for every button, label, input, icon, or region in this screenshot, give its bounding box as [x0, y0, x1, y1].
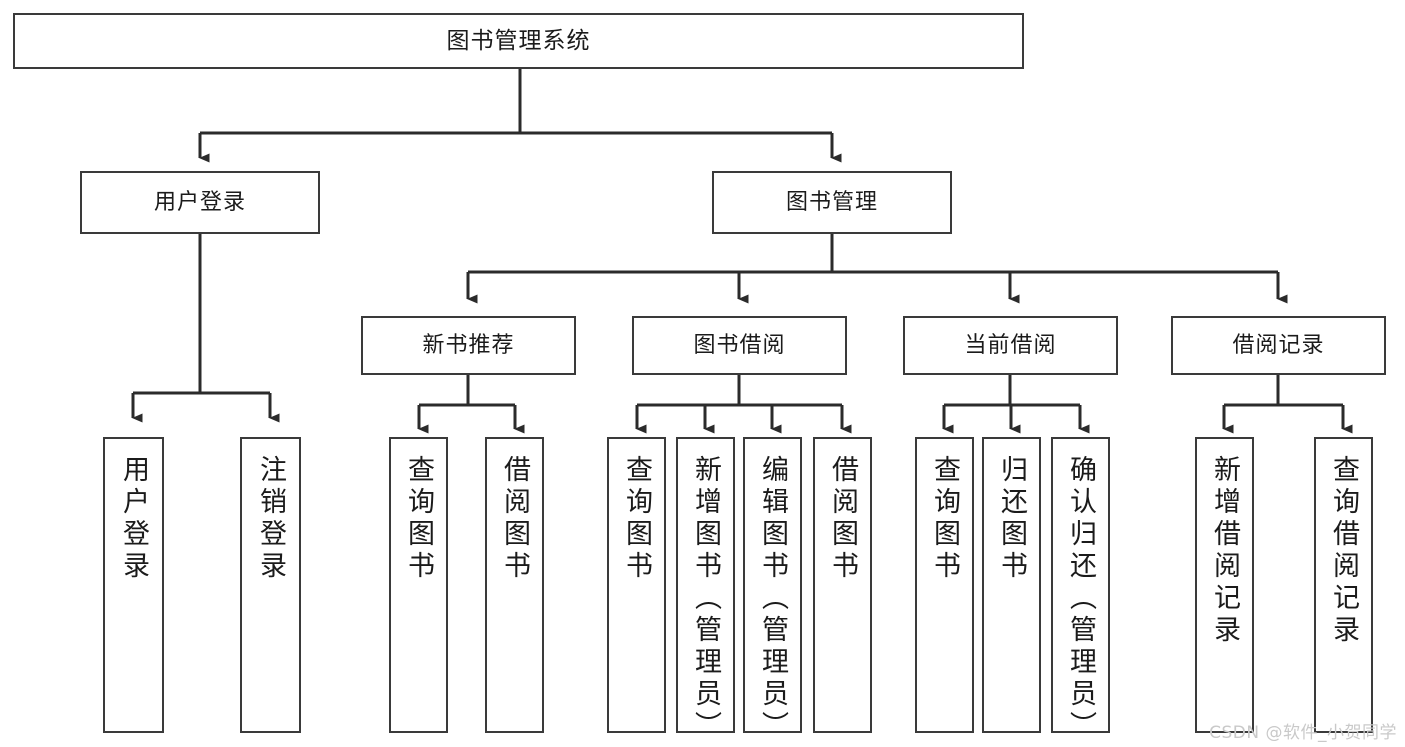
leaf-edit-book-admin[interactable]: 编辑图书（管理员）: [743, 437, 802, 743]
leaf-add-book-admin[interactable]: 新增图书（管理员）: [676, 437, 735, 743]
node-label: 图书借阅: [693, 332, 786, 358]
node-label: 注销登录: [255, 455, 286, 583]
node-label: 借阅图书: [827, 455, 858, 583]
node-label: 查询借阅记录: [1328, 455, 1359, 647]
node-label: 查询图书: [929, 455, 960, 583]
leaf-logout[interactable]: 注销登录: [240, 437, 301, 733]
node-user-login[interactable]: 用户登录: [80, 171, 320, 234]
node-label: 用户登录: [118, 455, 149, 583]
node-label: 新增图书（管理员）: [690, 455, 721, 743]
node-label: 编辑图书（管理员）: [757, 455, 788, 743]
node-label: 新增借阅记录: [1209, 455, 1240, 647]
node-label: 查询图书: [621, 455, 652, 583]
node-label: 当前借阅: [964, 332, 1057, 358]
node-label: 图书管理系统: [446, 27, 591, 54]
leaf-return-book[interactable]: 归还图书: [982, 437, 1041, 733]
leaf-confirm-return-admin[interactable]: 确认归还（管理员）: [1051, 437, 1110, 743]
leaf-query-book-current[interactable]: 查询图书: [915, 437, 974, 733]
leaf-query-book-borrow[interactable]: 查询图书: [607, 437, 666, 733]
node-label: 查询图书: [403, 455, 434, 583]
leaf-query-book-recommend[interactable]: 查询图书: [389, 437, 448, 733]
node-borrow-records[interactable]: 借阅记录: [1171, 316, 1386, 375]
leaf-user-login[interactable]: 用户登录: [103, 437, 164, 733]
node-label: 归还图书: [996, 455, 1027, 583]
leaf-query-borrow-record[interactable]: 查询借阅记录: [1314, 437, 1373, 733]
node-current-borrow[interactable]: 当前借阅: [903, 316, 1118, 375]
leaf-add-borrow-record[interactable]: 新增借阅记录: [1195, 437, 1254, 733]
node-label: 借阅记录: [1232, 332, 1325, 358]
node-book-management[interactable]: 图书管理: [712, 171, 952, 234]
node-label: 图书管理: [785, 189, 878, 215]
node-label: 新书推荐: [422, 332, 515, 358]
node-label: 借阅图书: [499, 455, 530, 583]
node-book-borrow[interactable]: 图书借阅: [632, 316, 847, 375]
node-label: 确认归还（管理员）: [1065, 455, 1096, 743]
leaf-borrow-book[interactable]: 借阅图书: [813, 437, 872, 733]
node-new-book-recommend[interactable]: 新书推荐: [361, 316, 576, 375]
leaf-borrow-book-recommend[interactable]: 借阅图书: [485, 437, 544, 733]
node-label: 用户登录: [153, 189, 246, 215]
node-root-library-system[interactable]: 图书管理系统: [13, 13, 1024, 69]
